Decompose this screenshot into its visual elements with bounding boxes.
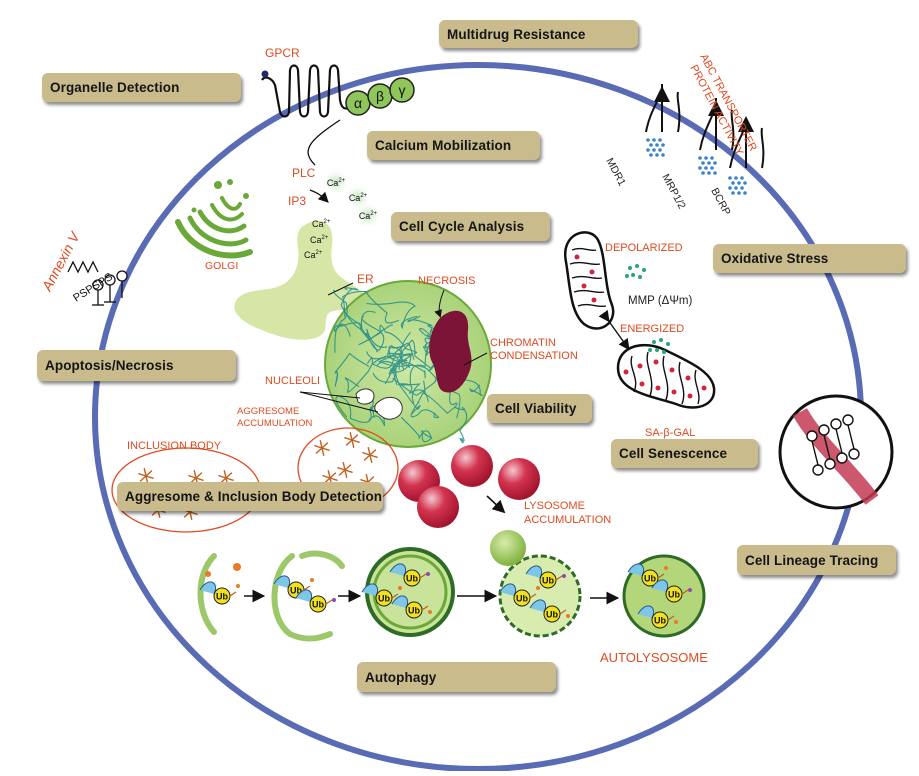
aggresome-label-2: ACCUMULATION	[237, 418, 313, 429]
gpcr-receptor	[261, 64, 354, 118]
lineage-tracing-inset	[778, 394, 894, 510]
aggresome-label-1: AGGRESOME	[237, 406, 300, 417]
svg-text:Ub: Ub	[654, 616, 666, 626]
cell-senescence-box: Cell Senescence	[611, 439, 758, 468]
ip3-arrow	[309, 189, 329, 203]
ligand-dot	[261, 70, 269, 78]
svg-text:Ub: Ub	[312, 600, 324, 610]
svg-text:Ub: Ub	[644, 574, 656, 584]
nucleoli-pointer-b	[299, 391, 379, 413]
depolarized-label: DEPOLARIZED	[605, 242, 683, 254]
abc-transporters	[645, 84, 765, 169]
autolysosome-label: AUTOLYSOSOME	[600, 650, 708, 665]
golgi-apparatus	[175, 196, 253, 259]
mmp-dye-dots	[625, 264, 670, 354]
chromatin-label-2: CONDENSATION	[490, 350, 578, 362]
mmp-label: MMP (ΔΨm)	[628, 295, 693, 307]
svg-text:Ca2+: Ca2+	[359, 211, 378, 221]
chromatin-label-1: CHROMATIN	[490, 337, 556, 349]
inclusion-body-label: INCLUSION BODY	[127, 440, 222, 452]
gamma-label: γ	[399, 82, 406, 98]
er-calcium: Ca2+ Ca2+ Ca2+	[304, 219, 331, 260]
svg-text:Ca2+: Ca2+	[349, 193, 368, 203]
energized-label: ENERGIZED	[620, 323, 685, 335]
chromatin-pointer	[463, 352, 488, 366]
nucleoli-label: NUCLEOLI	[265, 375, 321, 387]
calcium-mobilization-box: Calcium Mobilization	[367, 131, 540, 160]
lysosomes	[398, 445, 540, 528]
sa-b-gal-label: SA-β-GAL	[645, 427, 696, 439]
svg-text:Ub: Ub	[216, 592, 228, 602]
svg-text:Ca2+: Ca2+	[310, 235, 329, 245]
svg-text:Ub: Ub	[668, 590, 680, 600]
lysosome-arrow	[486, 495, 506, 514]
nucleoli-pointer-a	[299, 391, 361, 399]
gpcr-to-plc-line	[307, 119, 341, 166]
golgi-label: GOLGI	[205, 260, 239, 272]
nucleus	[324, 280, 492, 448]
ps-label: PSPSPS	[71, 271, 115, 305]
organelle-detection-box: Organelle Detection	[42, 73, 241, 102]
annexin-ps-lipids	[67, 260, 128, 306]
annexin-label: Annexin V	[38, 228, 83, 294]
aggresome-inclusion-box: Aggresome & Inclusion Body Detection	[117, 482, 383, 511]
er-label: ER	[357, 272, 374, 286]
g-protein-subunits: α β γ	[345, 77, 415, 116]
cell-viability-box: Cell Viability	[487, 394, 592, 423]
necrosis-pointer	[434, 289, 445, 318]
svg-text:Ub: Ub	[408, 606, 420, 616]
necrosis-label: NECROSIS	[418, 275, 476, 287]
lysosome-label-2: ACCUMULATION	[524, 514, 612, 526]
cell-cycle-analysis-box: Cell Cycle Analysis	[391, 212, 550, 241]
ip3-label: IP3	[288, 194, 307, 208]
mitochondrion-depolarized	[564, 231, 615, 330]
mitochondrion-energized	[616, 343, 716, 409]
autophagy-box: Autophagy	[357, 662, 556, 692]
beta-label: β	[376, 88, 384, 104]
plc-label: PLC	[292, 166, 316, 180]
calcium-cloud: Ca2+ Ca2+ Ca2+	[322, 168, 382, 229]
gpcr-label: GPCR	[265, 46, 300, 60]
svg-text:Ub: Ub	[406, 574, 418, 584]
cell-lineage-tracing-box: Cell Lineage Tracing	[737, 545, 896, 575]
er-pointer	[327, 282, 354, 296]
svg-text:Ub: Ub	[516, 594, 528, 604]
svg-text:Ca2+: Ca2+	[312, 219, 331, 229]
endoplasmic-reticulum	[234, 220, 367, 340]
mmp-double-arrow	[598, 309, 630, 351]
apoptosis-necrosis-box: Apoptosis/Necrosis	[37, 350, 236, 381]
oxidative-stress-box: Oxidative Stress	[713, 244, 906, 273]
svg-text:Ub: Ub	[542, 576, 554, 586]
svg-text:Ub: Ub	[378, 594, 390, 604]
alpha-label: α	[354, 95, 362, 111]
multidrug-resistance-box: Multidrug Resistance	[439, 20, 638, 48]
lysosome-label-1: LYSOSOME	[524, 500, 585, 512]
svg-text:Ub: Ub	[290, 586, 302, 596]
svg-text:Ca2+: Ca2+	[304, 250, 323, 260]
svg-text:Ca2+: Ca2+	[327, 178, 346, 188]
svg-text:Ub: Ub	[546, 610, 558, 620]
chromatin-condensation-blob	[429, 310, 472, 393]
